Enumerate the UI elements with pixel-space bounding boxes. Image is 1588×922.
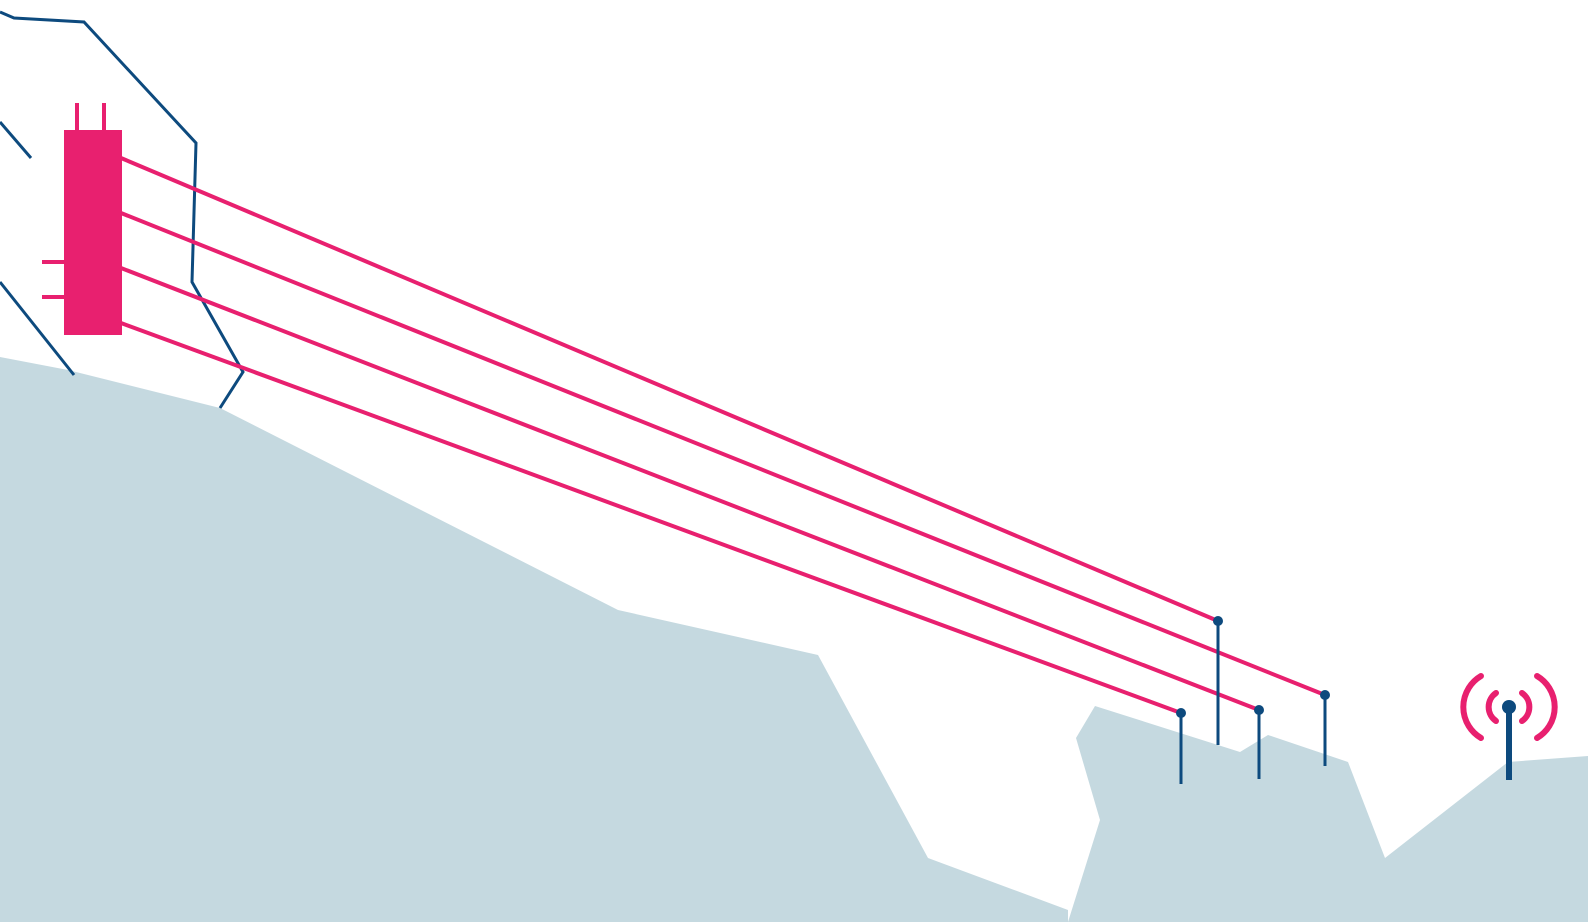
terrain-left — [0, 357, 1068, 922]
receiver-post-icon — [1213, 616, 1223, 745]
transmitter-icon — [42, 103, 122, 335]
